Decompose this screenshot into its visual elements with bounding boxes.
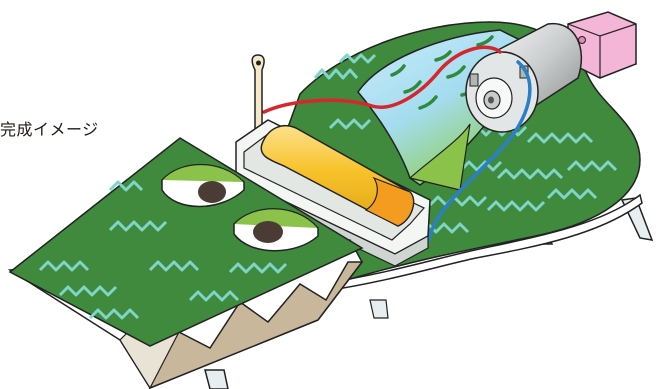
crocodile-robot-illustration	[0, 0, 670, 389]
